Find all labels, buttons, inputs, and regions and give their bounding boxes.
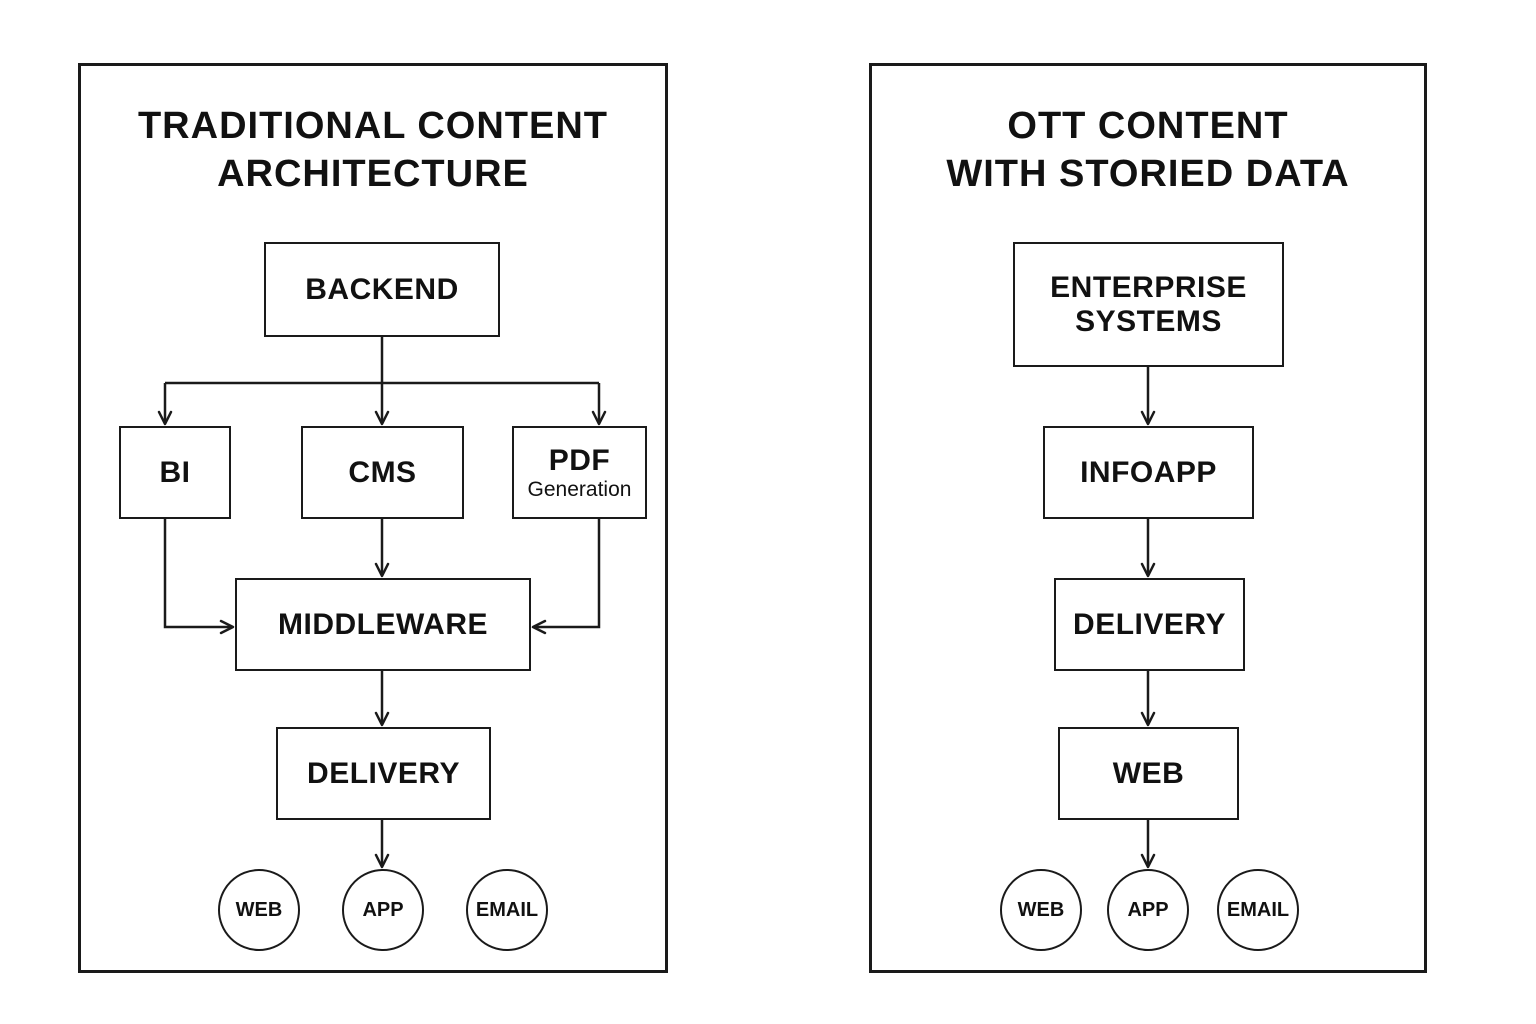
pdf-sub-label: Generation [527,477,632,501]
pdf-generation-box: PDF Generation [512,426,647,519]
traditional-delivery-label: DELIVERY [307,756,460,790]
ott-web-label: WEB [1112,756,1185,790]
ott-title-line1: OTT CONTENT [1007,105,1289,147]
infoapp-box: INFOAPP [1043,426,1254,519]
ott-channel-email-label: EMAIL [1226,898,1290,921]
traditional-channel-app: APP [342,869,424,951]
cms-box: CMS [301,426,464,519]
ott-channel-web: WEB [1000,869,1082,951]
ott-title-line2: WITH STORIED DATA [946,153,1350,195]
ott-channel-web-label: WEB [1017,898,1065,921]
ott-web-box: WEB [1058,727,1239,820]
enterprise-line1: ENTERPRISE [1050,270,1247,304]
middleware-box: MIDDLEWARE [235,578,531,671]
backend-box: BACKEND [264,242,500,337]
traditional-channel-email-label: EMAIL [475,898,539,921]
ott-channel-app: APP [1107,869,1189,951]
traditional-channel-app-label: APP [362,898,404,921]
traditional-delivery-box: DELIVERY [276,727,491,820]
ott-channel-email: EMAIL [1217,869,1299,951]
traditional-channel-web: WEB [218,869,300,951]
traditional-title-line2: ARCHITECTURE [217,153,529,195]
enterprise-systems-box: ENTERPRISE SYSTEMS [1013,242,1284,367]
middleware-label: MIDDLEWARE [278,607,488,641]
ott-delivery-box: DELIVERY [1054,578,1245,671]
traditional-title-line1: TRADITIONAL CONTENT [137,105,609,147]
traditional-channel-email: EMAIL [466,869,548,951]
pdf-label: PDF [548,443,611,477]
enterprise-line2: SYSTEMS [1075,304,1222,338]
ott-delivery-label: DELIVERY [1073,607,1226,641]
traditional-channel-web-label: WEB [235,898,283,921]
backend-label: BACKEND [305,272,459,306]
bi-box: BI [119,426,231,519]
ott-panel-title: OTT CONTENT WITH STORIED DATA [869,102,1427,198]
ott-channel-app-label: APP [1127,898,1169,921]
bi-label: BI [159,455,191,489]
traditional-panel-title: TRADITIONAL CONTENT ARCHITECTURE [78,102,668,198]
infoapp-label: INFOAPP [1080,455,1217,489]
cms-label: CMS [348,455,417,489]
